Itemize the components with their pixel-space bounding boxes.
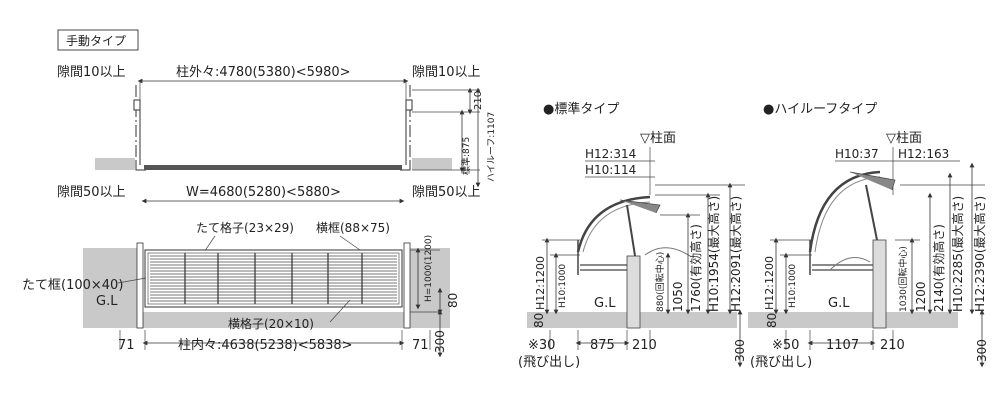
highroof-type-title: ●ハイルーフタイプ: [763, 102, 877, 117]
standard-post: [626, 255, 641, 329]
plan-dim-210: 210: [473, 91, 484, 110]
highroof-dim-210: 210: [880, 338, 905, 353]
standard-dim-1050: 1050: [671, 281, 685, 312]
elev-gl-label: G.L: [96, 294, 118, 309]
highroof-ground: [748, 312, 958, 328]
plan-ground-left: [95, 158, 135, 170]
standard-gl: G.L: [594, 296, 616, 311]
dim-71-right: 71: [412, 338, 429, 353]
gap-bottom-left-label: 隙間50以上: [57, 185, 126, 200]
highroof-h12-top: H12:163: [898, 147, 949, 161]
elev-gate-panel: [144, 249, 403, 308]
horizontal-grid-label: 横格子(20×10): [228, 316, 314, 331]
standard-post-face: ▽柱面: [640, 131, 676, 146]
elev-h-dimension: H=1000(1200): [424, 235, 434, 302]
highroof-h10-1000: H10:1000: [788, 264, 798, 308]
post-inner-dimension: 柱内々:4638(5238)<5838>: [178, 337, 353, 353]
standard-dim-1760: 1760(有効高さ): [688, 224, 703, 312]
gap-top-right-label: 隙間10以上: [412, 65, 481, 80]
plan-ground-right: [412, 158, 452, 170]
standard-h12-max: H12:2091(最大高さ): [728, 196, 743, 312]
elev-left-post: [136, 242, 144, 329]
gap-bottom-right-label: 隙間50以上: [412, 185, 481, 200]
width-dimension: W=4680(5280)<5880>: [186, 185, 341, 200]
highroof-dim-300: 300: [975, 339, 989, 362]
standard-h10-top: H10:114: [585, 163, 636, 177]
standard-center-880: 880(回転中心): [654, 252, 666, 312]
elev-dim-80: 80: [446, 293, 460, 308]
highroof-dim-1107: 1107: [826, 338, 859, 353]
standard-dim-210: 210: [632, 338, 657, 353]
highroof-gl: G.L: [828, 296, 850, 311]
standard-type-title: ●標準タイプ: [543, 101, 619, 117]
dim-71-left: 71: [118, 338, 135, 353]
standard-dim-875: 875: [590, 338, 615, 353]
standard-h10-1000: H10:1000: [558, 264, 568, 308]
horizontal-frame-label: 横框(88×75): [316, 221, 390, 235]
standard-note-30: ※30: [528, 338, 555, 353]
vertical-grid-label: たて格子(23×29): [196, 220, 294, 235]
standard-h12-top: H12:314: [585, 147, 636, 161]
standard-dim-80: 80: [532, 313, 546, 328]
highroof-post: [872, 239, 887, 329]
highroof-carport-structure: [808, 170, 896, 329]
standard-h10-max: H10:1954(最大高さ): [706, 196, 721, 312]
elev-ground-base: [83, 312, 450, 328]
plan-dim-highroof: ハイルーフ:1107: [487, 112, 497, 182]
highroof-dim-1200: 1200: [914, 281, 928, 312]
post-outer-dimension: 柱外々:4780(5380)<5980>: [176, 65, 351, 80]
standard-dim-300: 300: [733, 339, 747, 362]
highroof-post-face: ▽柱面: [886, 131, 922, 146]
plan-dim-standard: 標準:875: [460, 137, 472, 175]
highroof-h10-max: H10:2285(最大高さ): [950, 196, 965, 312]
gap-top-left-label: 隙間10以上: [57, 65, 126, 80]
plan-right-post: [400, 85, 413, 171]
highroof-dim-80: 80: [765, 313, 779, 328]
standard-protrusion: (飛び出し): [518, 355, 580, 370]
highroof-h12-max: H12:2390(最大高さ): [972, 196, 987, 312]
highroof-dim-2140: 2140(有効高さ): [931, 224, 946, 312]
highroof-h10-top: H10:37: [835, 147, 879, 161]
highroof-h12-1200: H12:1200: [763, 256, 776, 310]
highroof-center-1030: 1030(回転中心): [897, 246, 909, 312]
plan-gate-panel: [144, 165, 402, 170]
standard-carport-structure: [576, 195, 691, 329]
manual-type-label: 手動タイプ: [66, 34, 126, 48]
elev-dim-300: 300: [433, 330, 447, 353]
plan-left-post: [133, 85, 146, 171]
manual-type-label-box: 手動タイプ: [57, 29, 139, 51]
highroof-protrusion: (飛び出し): [750, 355, 812, 370]
elev-right-post: [403, 242, 411, 329]
vertical-frame-label: たて框(100×40): [22, 278, 123, 293]
standard-h12-1200: H12:1200: [534, 256, 547, 310]
highroof-note-50: ※50: [772, 338, 799, 353]
